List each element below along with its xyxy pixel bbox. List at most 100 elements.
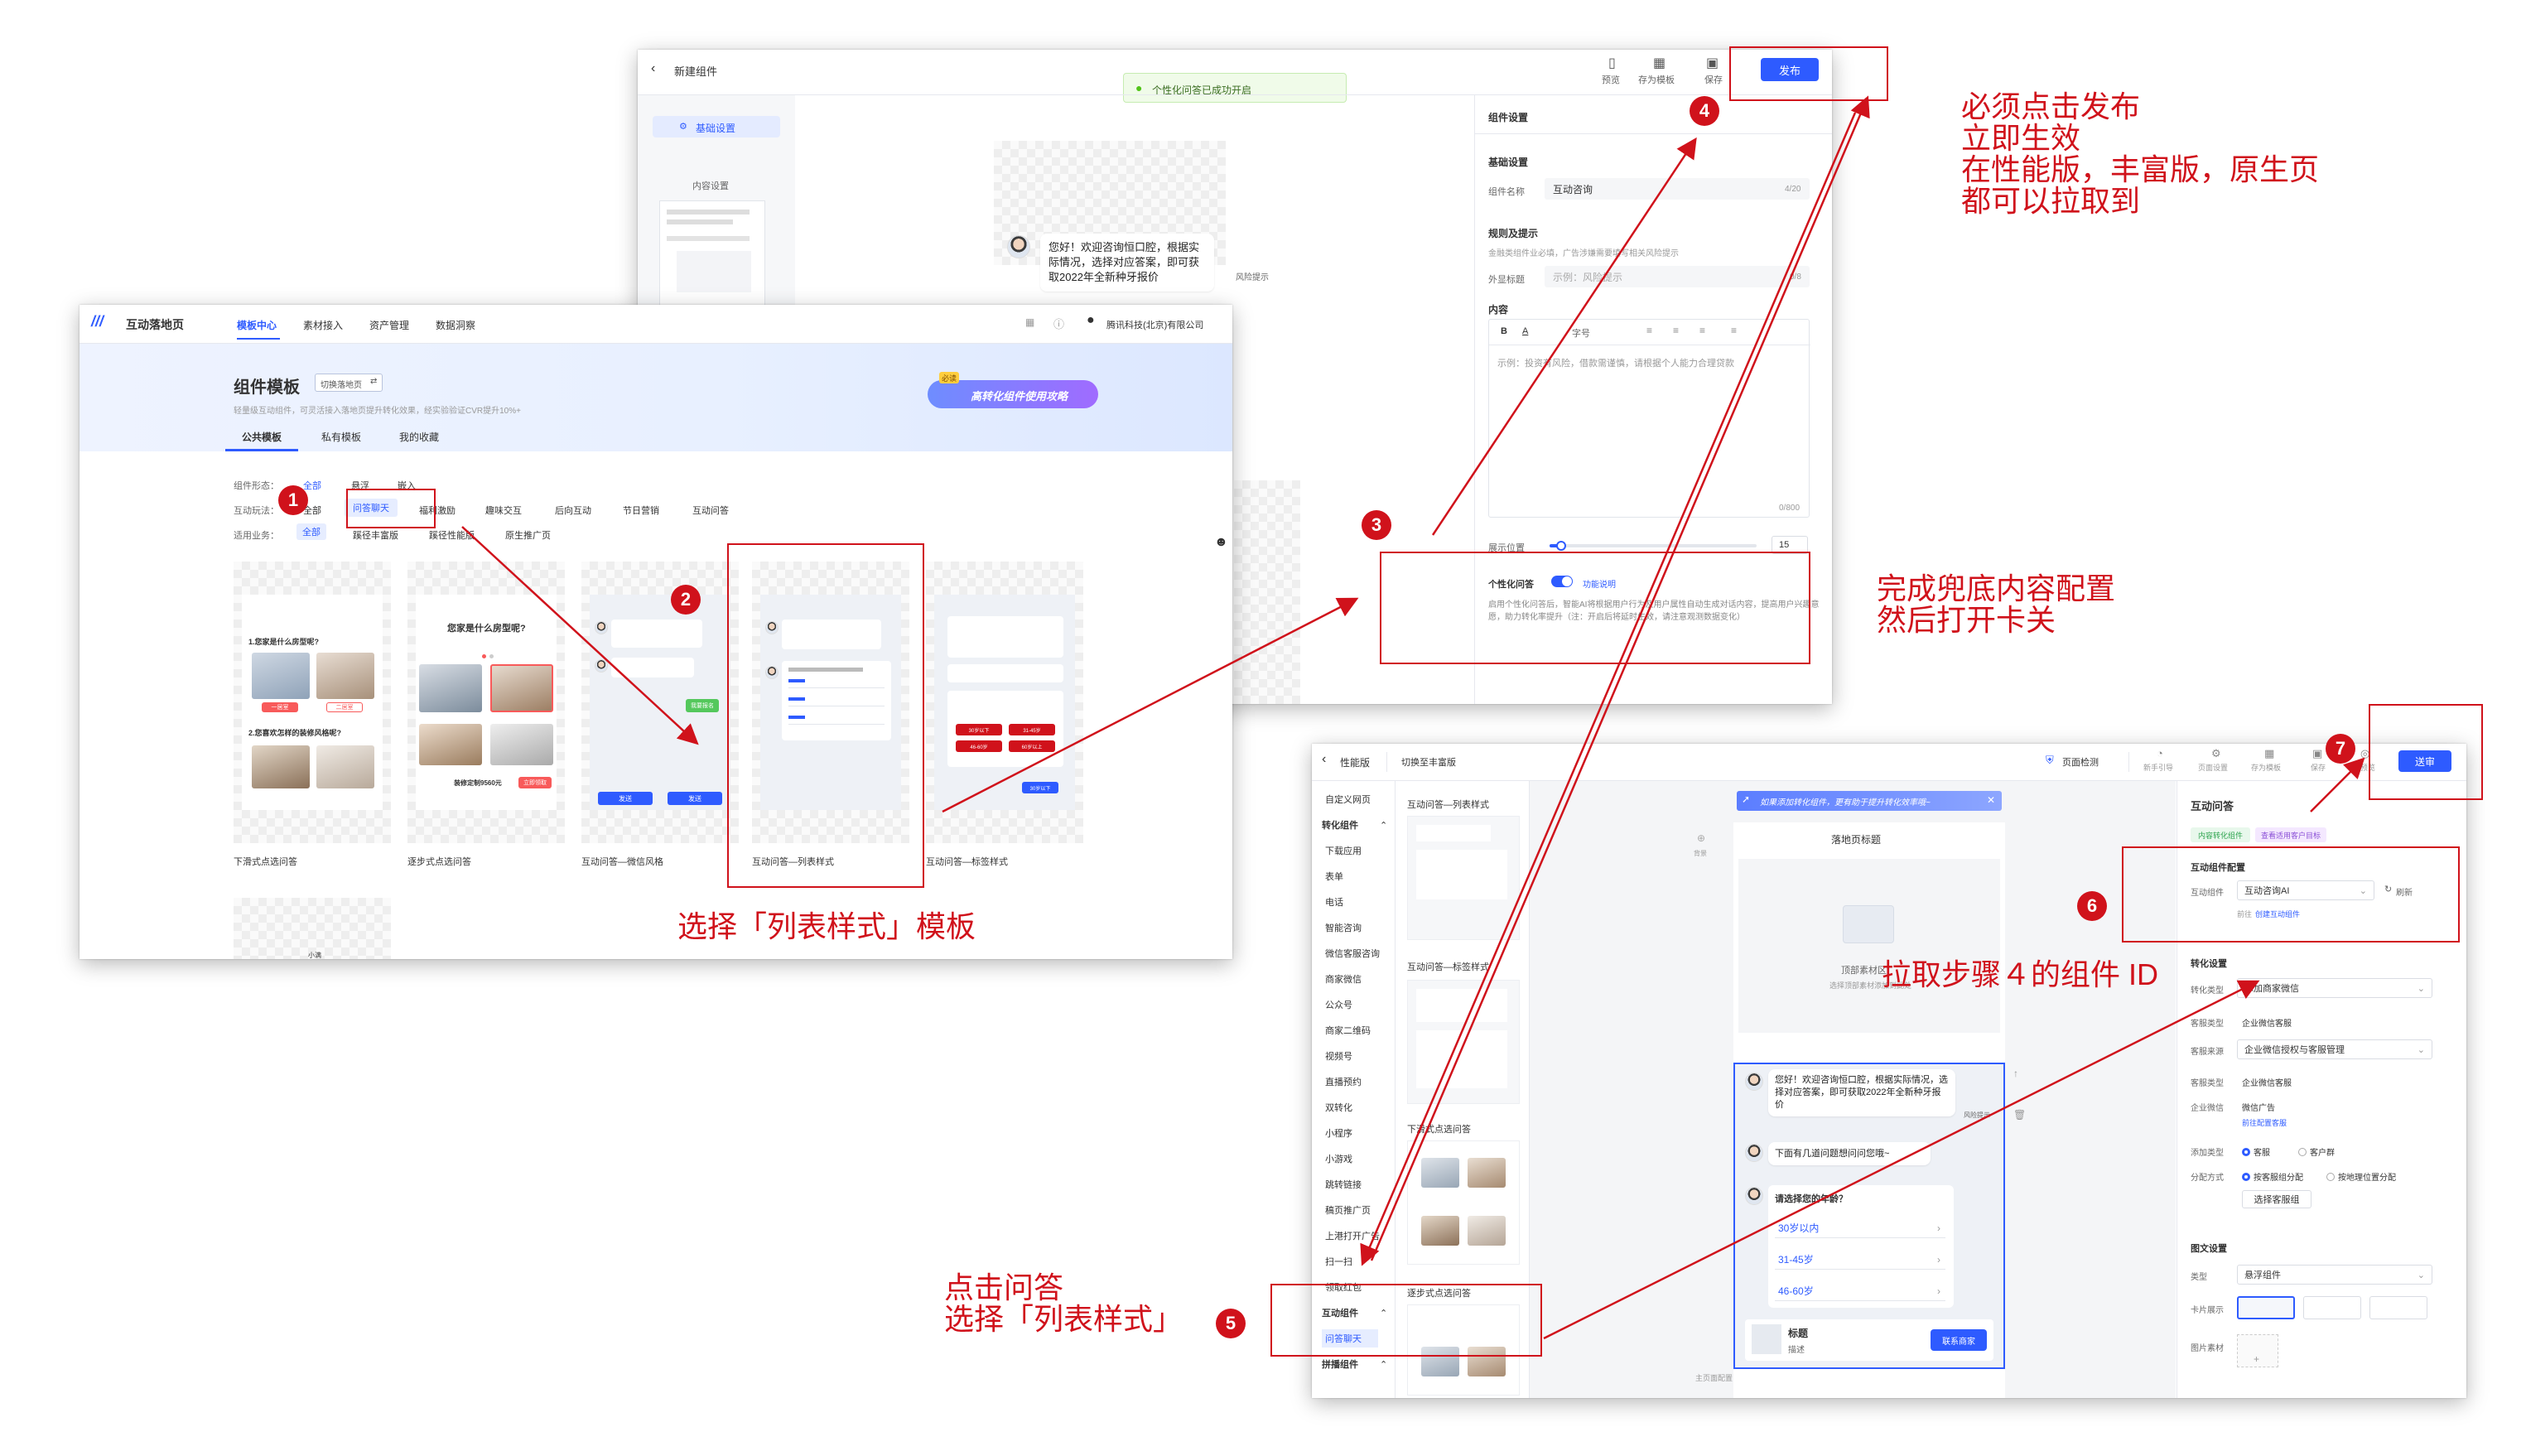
save-template-button[interactable]: 存为模板	[1638, 75, 1675, 85]
create-comp-link[interactable]: 创建互动组件	[2255, 910, 2301, 918]
nav-item[interactable]: 商家二维码	[1325, 1026, 1371, 1036]
template-card-list-style[interactable]	[752, 562, 909, 843]
rich-text-editor[interactable]: B A 字号 ≡ ≡ ≡ ≡ 示例：投资有风险，借款需谨慎，请根据个人能力合理贷…	[1488, 319, 1810, 518]
tab-private[interactable]: 私有模板	[321, 431, 362, 443]
template-tag-style-thumb[interactable]	[1407, 980, 1520, 1104]
template-card-3[interactable]: 我要报名 发送 发送	[581, 562, 739, 843]
filter-play-festival[interactable]: 节日营销	[623, 506, 659, 516]
nav-item[interactable]: 电话	[1325, 898, 1343, 908]
filter-play-interactive-qa[interactable]: 互动问答	[692, 506, 729, 516]
switch-rich-link[interactable]: 切换至丰富版	[1401, 758, 1456, 768]
nav-item[interactable]: 跳转链接	[1325, 1180, 1362, 1190]
font-color-icon[interactable]: A	[1522, 326, 1529, 336]
add-pic-button[interactable]: +	[2237, 1334, 2278, 1367]
guide-icon[interactable]: ◔	[2157, 747, 2163, 759]
tab-public[interactable]: 公共模板	[242, 431, 282, 443]
submit-review-button[interactable]: 送审	[2398, 750, 2451, 772]
convert-type-select[interactable]: 添加商家微信⌄	[2237, 978, 2432, 998]
strategy-banner-button[interactable]: 必读 高转化组件使用攻略	[928, 372, 1098, 408]
publish-button[interactable]: 发布	[1761, 58, 1819, 81]
company-name[interactable]: 腾讯科技(北京)有限公司	[1106, 321, 1204, 330]
interactive-comp-select[interactable]: 互动咨询AI⌄	[2237, 880, 2374, 900]
qa-component-selected[interactable]: 您好！欢迎咨询恒口腔，根据实际情况，选择对应答案，即可获取2022年全新种牙报价…	[1733, 1063, 2005, 1369]
save-icon[interactable]: ▣	[1706, 56, 1719, 70]
option-46-60[interactable]: 46-60岁›	[1775, 1281, 1945, 1301]
nav-item[interactable]: 商家微信	[1325, 975, 1362, 985]
position-slider[interactable]	[1550, 541, 1757, 551]
filter-play-welfare[interactable]: 福利激励	[419, 506, 456, 516]
nav-item[interactable]: 下载应用	[1325, 846, 1362, 856]
nav-material[interactable]: 素材接入	[303, 320, 344, 331]
filter-biz-native[interactable]: 原生推广页	[505, 531, 551, 541]
filter-biz-rich[interactable]: 蹊径丰富版	[353, 531, 398, 541]
nav-item[interactable]: 视频号	[1325, 1052, 1352, 1062]
nav-assets[interactable]: 资产管理	[369, 320, 410, 331]
filter-play-all[interactable]: 全部	[303, 506, 321, 516]
card-style-1[interactable]	[2237, 1296, 2295, 1319]
option-31-45[interactable]: 31-45岁›	[1775, 1250, 1945, 1270]
justify-icon[interactable]: ≡	[1731, 325, 1738, 336]
ext-title-input[interactable]: 示例：风险提示	[1545, 266, 1810, 287]
nav-item[interactable]: 自定义网页	[1325, 795, 1371, 805]
chevron-up-icon[interactable]: ⌃	[1380, 821, 1388, 831]
preview-button[interactable]: 预览	[2360, 764, 2376, 772]
template-card-2-title[interactable]: 逐步式点选问答	[407, 857, 471, 867]
chevron-up-icon[interactable]: ⌃	[1380, 1360, 1388, 1370]
nav-item[interactable]: 双转化	[1325, 1103, 1352, 1113]
nav-item[interactable]: 稿页推广页	[1325, 1206, 1371, 1216]
save-button[interactable]: 保存	[1704, 75, 1723, 85]
save-button[interactable]: 保存	[2311, 764, 2326, 772]
service-src-select[interactable]: 企业微信授权与客服管理⌄	[2237, 1039, 2432, 1059]
bold-icon[interactable]: B	[1501, 326, 1507, 336]
template-slide-thumb[interactable]	[1407, 1140, 1520, 1265]
option-under-30[interactable]: 30岁以内›	[1775, 1218, 1945, 1238]
font-size-select[interactable]: 字号	[1572, 329, 1590, 339]
top-material-area[interactable]: 顶部素材区 选择顶部素材添加到此处	[1738, 859, 2000, 1033]
filter-play-fun[interactable]: 趣味交互	[485, 506, 522, 516]
template-card-5-title[interactable]: 互动问答—标签样式	[926, 857, 1008, 867]
chevron-up-icon[interactable]: ⌃	[1380, 1309, 1388, 1319]
nav-item[interactable]: 小程序	[1325, 1129, 1352, 1139]
filter-biz-all[interactable]: 全部	[296, 523, 326, 540]
add-type-group-radio[interactable]: 客户群	[2298, 1145, 2335, 1158]
basic-settings-tab[interactable]: ⚙ 基础设置	[653, 116, 780, 137]
nav-group[interactable]: 互动组件	[1322, 1309, 1358, 1319]
template-card-3-title[interactable]: 互动问答—微信风格	[581, 857, 663, 867]
align-center-icon[interactable]: ≡	[1673, 325, 1680, 336]
guide-button[interactable]: 新手引导	[2143, 764, 2174, 772]
refresh-icon[interactable]: ↻	[2384, 885, 2393, 894]
nav-item[interactable]: 扫一扫	[1325, 1257, 1352, 1267]
template-card-4-title[interactable]: 互动问答—列表样式	[752, 857, 834, 867]
filter-biz-perf[interactable]: 蹊径性能版	[429, 531, 475, 541]
main-page-config-tab[interactable]: 主页面配置	[1695, 1374, 1733, 1382]
template-icon[interactable]: ▦	[1653, 56, 1666, 70]
save-icon[interactable]: ▣	[2312, 747, 2323, 759]
close-icon[interactable]: ✕	[1987, 794, 1996, 806]
nav-item[interactable]: 上港打开广告	[1325, 1232, 1380, 1241]
tab-target-customer[interactable]: 查看适用客户目标	[2255, 827, 2326, 842]
nav-item[interactable]: 微信客服咨询	[1325, 949, 1380, 959]
preview-icon[interactable]: ▯	[1608, 56, 1616, 70]
dist-location-radio[interactable]: 按地理位置分配	[2326, 1170, 2396, 1183]
card-style-2[interactable]	[2303, 1296, 2361, 1319]
contact-merchant-button[interactable]: 联系商家	[1931, 1329, 1987, 1351]
preview-icon[interactable]: ◎	[2360, 747, 2370, 759]
save-template-icon[interactable]: ▦	[2264, 747, 2275, 759]
align-right-icon[interactable]: ≡	[1699, 325, 1706, 336]
preview-button[interactable]: 预览	[1602, 75, 1620, 85]
template-card-tag-style[interactable]: 30岁以下 31-45岁 46-60岁 60岁以上 30岁以下	[926, 562, 1083, 843]
grid-icon[interactable]: ▦	[1025, 316, 1035, 328]
component-name-input[interactable]: 互动咨询	[1545, 178, 1810, 200]
nav-group[interactable]: 拼播组件	[1322, 1360, 1358, 1370]
nav-item[interactable]: 智能咨询	[1325, 923, 1362, 933]
template-card-6[interactable]: 小满	[234, 898, 391, 959]
canvas-tool-icon[interactable]: ⊕	[1697, 832, 1706, 844]
nav-item[interactable]: 公众号	[1325, 1000, 1352, 1010]
nav-template-center[interactable]: 模板中心	[237, 320, 277, 331]
nav-item[interactable]: 小游戏	[1325, 1155, 1352, 1164]
tab-content-convert[interactable]: 内容转化组件	[2191, 827, 2250, 842]
refresh-button[interactable]: 刷新	[2396, 889, 2413, 898]
align-left-icon[interactable]: ≡	[1646, 325, 1653, 336]
add-type-service-radio[interactable]: 客服	[2242, 1145, 2270, 1158]
filter-play-backward[interactable]: 后向互动	[555, 506, 591, 516]
